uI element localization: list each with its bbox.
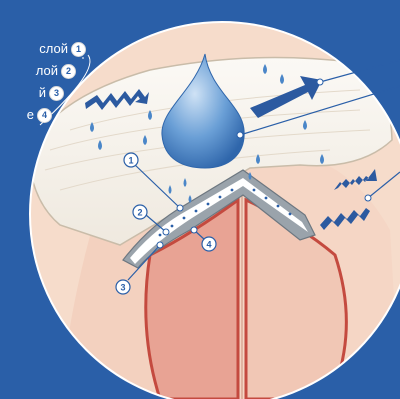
legend-label: й <box>39 82 46 104</box>
legend-number: 3 <box>49 86 64 101</box>
legend-item-2: лой 2 <box>0 60 84 82</box>
svg-text:1: 1 <box>128 156 133 166</box>
callout-3: 3 <box>116 280 130 294</box>
svg-text:3: 3 <box>120 283 125 293</box>
legend-label: слой <box>39 38 68 60</box>
legend-item-4: е 4 <box>0 104 84 126</box>
legend-item-1: слой 1 <box>0 38 84 60</box>
callout-4: 4 <box>202 237 216 251</box>
legend-number: 1 <box>71 42 86 57</box>
legend-label: лой <box>36 60 58 82</box>
legend-number: 4 <box>37 108 52 123</box>
svg-text:4: 4 <box>206 240 211 250</box>
layer-legend: слой 1 лой 2 й 3 е 4 <box>0 38 84 126</box>
legend-item-3: й 3 <box>0 82 84 104</box>
callout-2: 2 <box>133 205 147 219</box>
legend-label: е <box>27 104 34 126</box>
callout-1: 1 <box>124 153 138 167</box>
legend-number: 2 <box>61 64 76 79</box>
svg-text:2: 2 <box>137 208 142 218</box>
